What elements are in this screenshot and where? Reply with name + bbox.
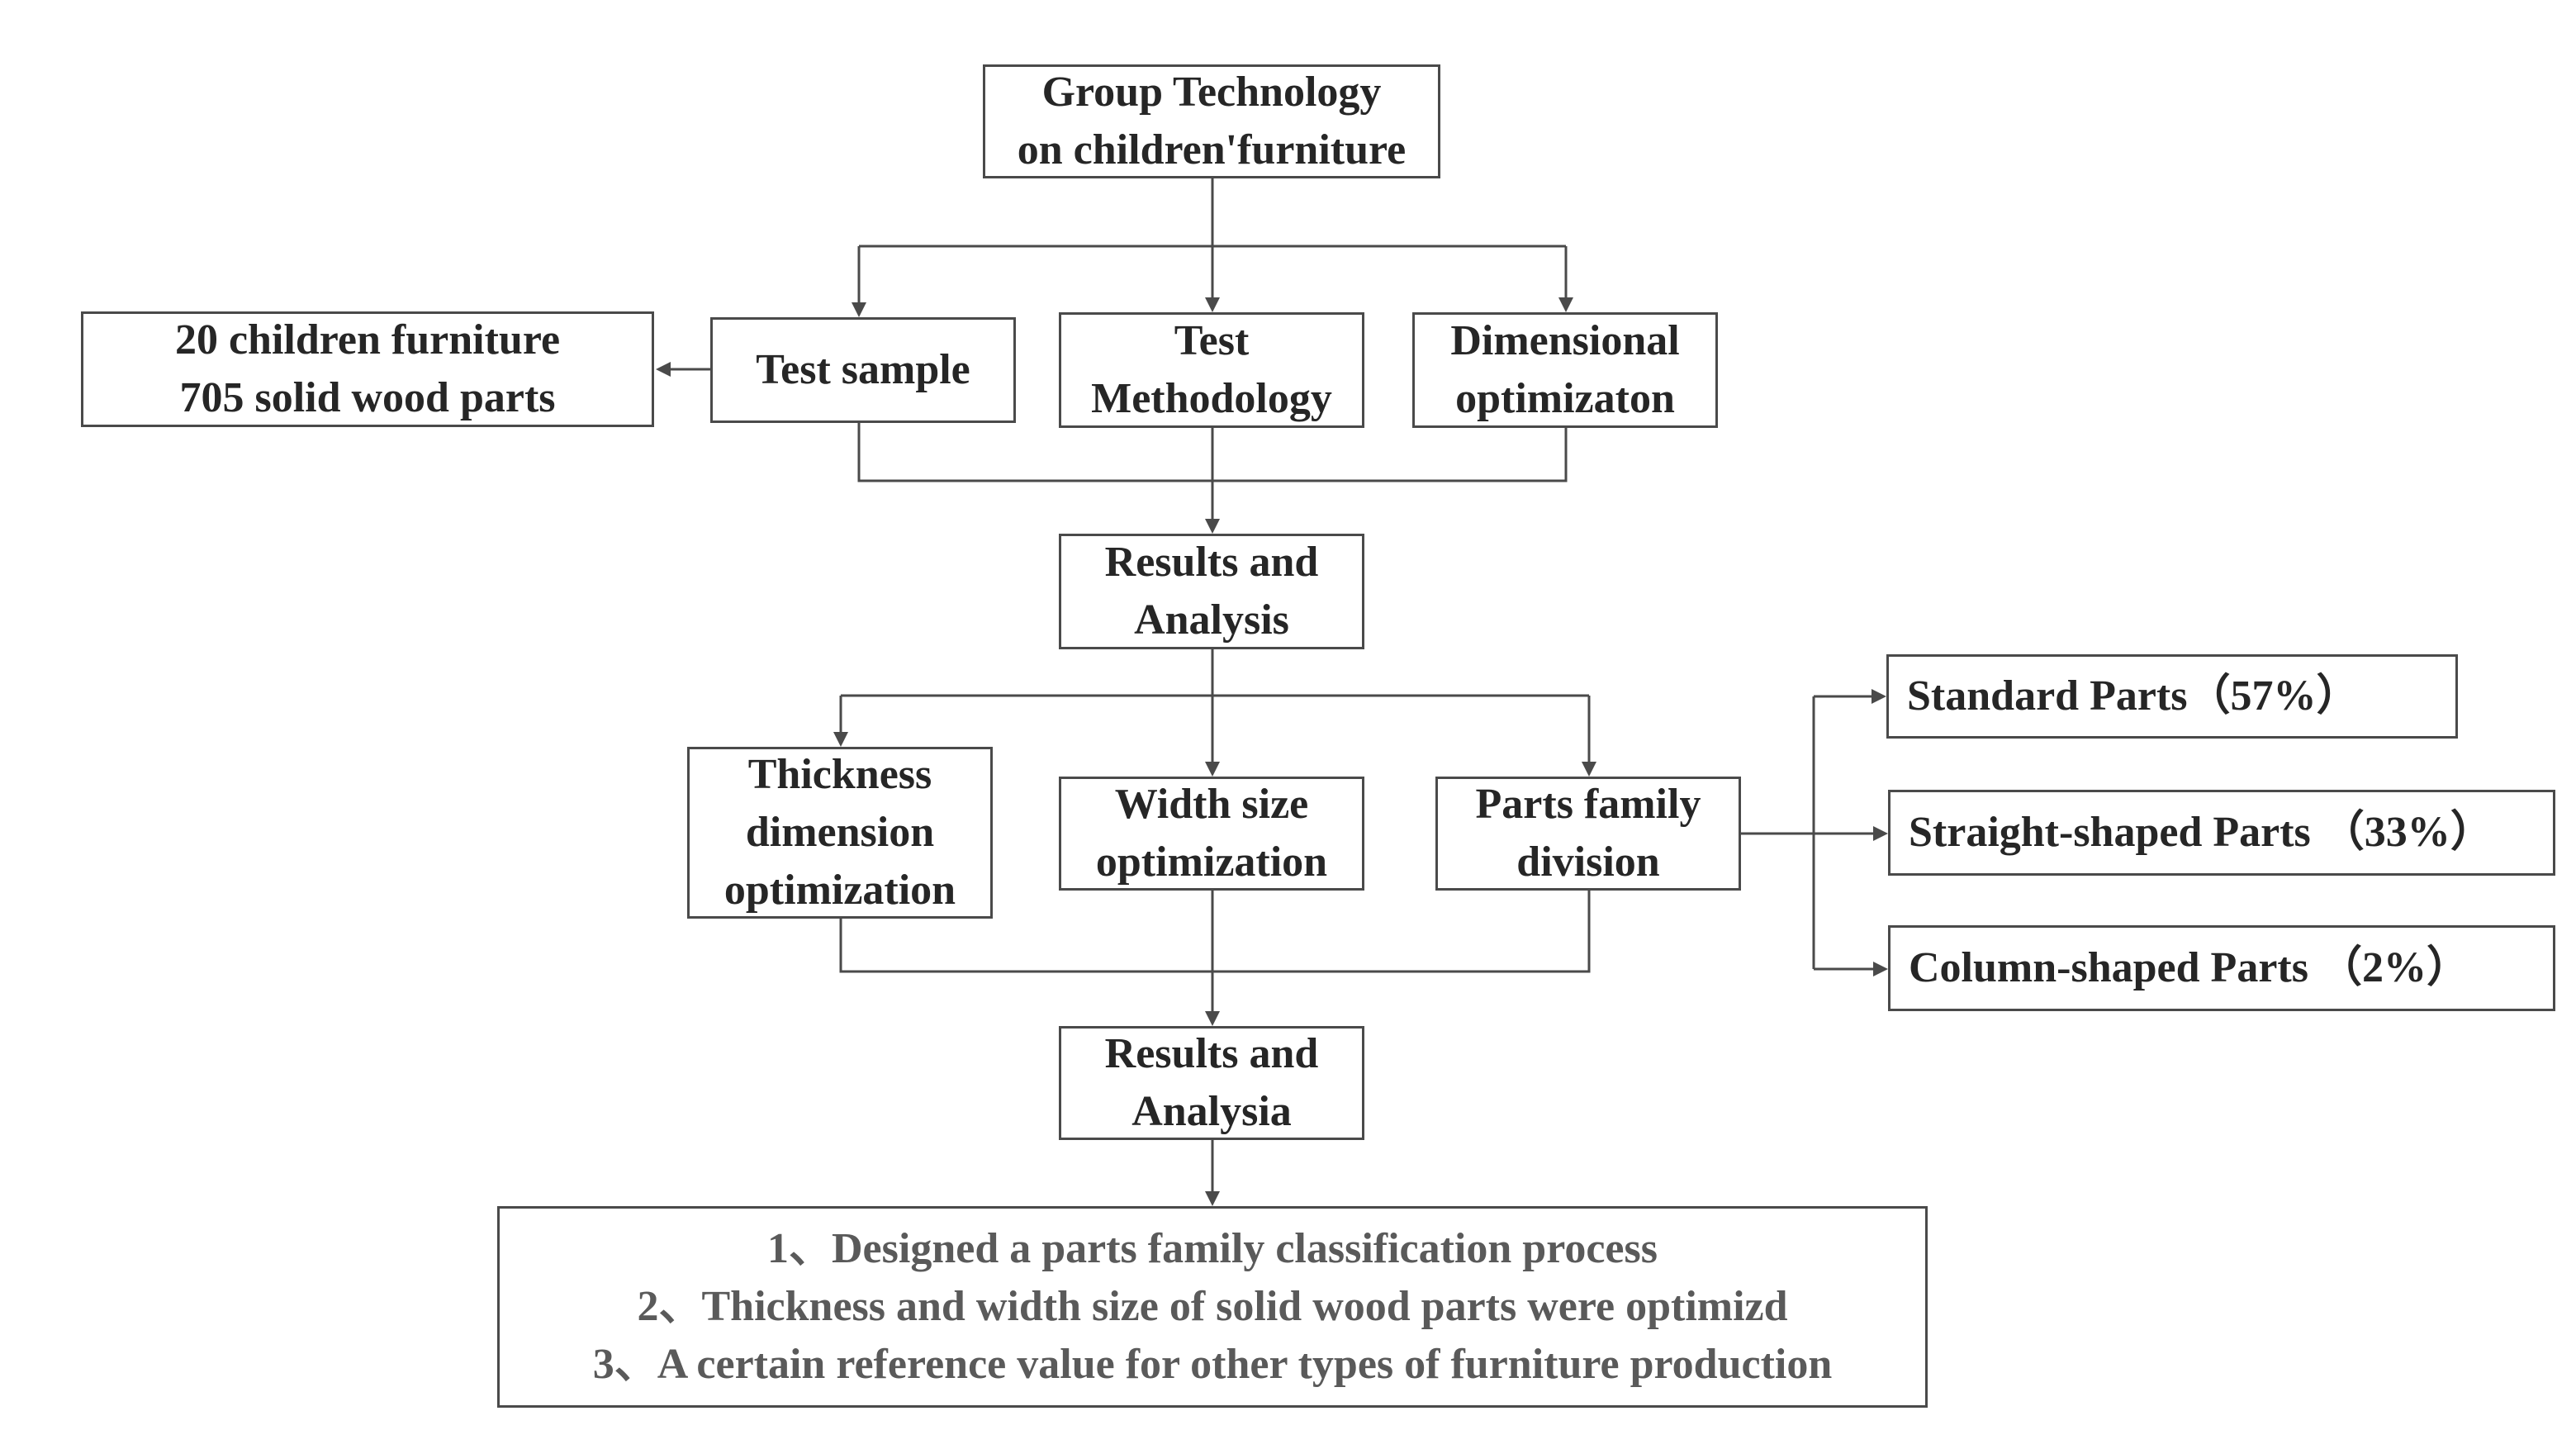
root-line-2: on children'furniture [1017,126,1407,173]
straight-shaped-parts-node: Straight-shaped Parts （33%） [1888,790,2555,876]
arrowhead [1205,1191,1220,1206]
width-line-1: Width size [1114,781,1309,828]
dimensional-line-1: Dimensional [1450,317,1680,364]
test-sample-label: Test sample [756,346,970,393]
arrowhead [1205,1011,1220,1026]
root-node: Group Technology on children'furniture [983,64,1440,178]
root-line-1: Group Technology [1041,69,1382,116]
parts-family-division-node: Parts family division [1435,777,1741,891]
thickness-line-1: Thickness [747,751,932,798]
results-2-line-2: Analysia [1131,1088,1292,1135]
test-methodology-line-1: Test [1174,317,1250,364]
results-analysis-node-2: Results and Analysia [1059,1026,1364,1140]
arrowhead [1205,762,1220,777]
arrowhead [1873,826,1888,841]
parts-family-line-1: Parts family [1475,781,1701,828]
standard-parts-node: Standard Parts（57%） [1886,654,2458,739]
width-optimization-node: Width size optimization [1059,777,1364,891]
column-shaped-parts-node: Column-shaped Parts （2%） [1888,925,2555,1011]
conclusion-line-3: 3、A certain reference value for other ty… [592,1341,1833,1388]
arrowhead [852,302,866,317]
conclusion-line-1: 1、Designed a parts family classification… [767,1225,1658,1272]
column-parts-label: Column-shaped Parts （2%） [1909,944,2469,991]
sample-info-line-1: 20 children furniture [174,316,561,363]
test-sample-node: Test sample [710,317,1016,423]
arrowhead [1205,297,1220,312]
straight-parts-label: Straight-shaped Parts （33%） [1909,809,2493,856]
thickness-line-2: dimension [745,809,935,856]
results-1-line-2: Analysis [1134,596,1289,644]
sample-info-line-2: 705 solid wood parts [179,374,556,421]
parts-family-line-2: division [1516,839,1660,886]
conclusion-line-2: 2、Thickness and width size of solid wood… [637,1283,1788,1330]
dimensional-line-2: optimizaton [1455,375,1675,422]
thickness-line-3: optimization [723,867,956,914]
dimensional-optimization-node: Dimensional optimizaton [1412,312,1718,428]
conclusions-node: 1、Designed a parts family classification… [497,1206,1928,1408]
standard-parts-label: Standard Parts（57%） [1907,672,2360,720]
thickness-optimization-node: Thickness dimension optimization [687,747,993,919]
test-methodology-node: Test Methodology [1059,312,1364,428]
sample-info-node: 20 children furniture 705 solid wood par… [81,311,654,427]
results-analysis-node-1: Results and Analysis [1059,534,1364,649]
width-line-2: optimization [1095,839,1328,886]
arrowhead [656,362,671,377]
arrowhead [1205,519,1220,534]
arrowhead [1582,762,1596,777]
arrowhead [1872,689,1886,704]
arrowhead [833,732,848,747]
arrowhead [1873,962,1888,976]
connector-merge-2 [839,891,1591,973]
results-2-line-1: Results and [1104,1030,1319,1077]
test-methodology-line-2: Methodology [1091,375,1332,422]
arrowhead [1558,297,1573,312]
results-1-line-1: Results and [1104,539,1319,586]
